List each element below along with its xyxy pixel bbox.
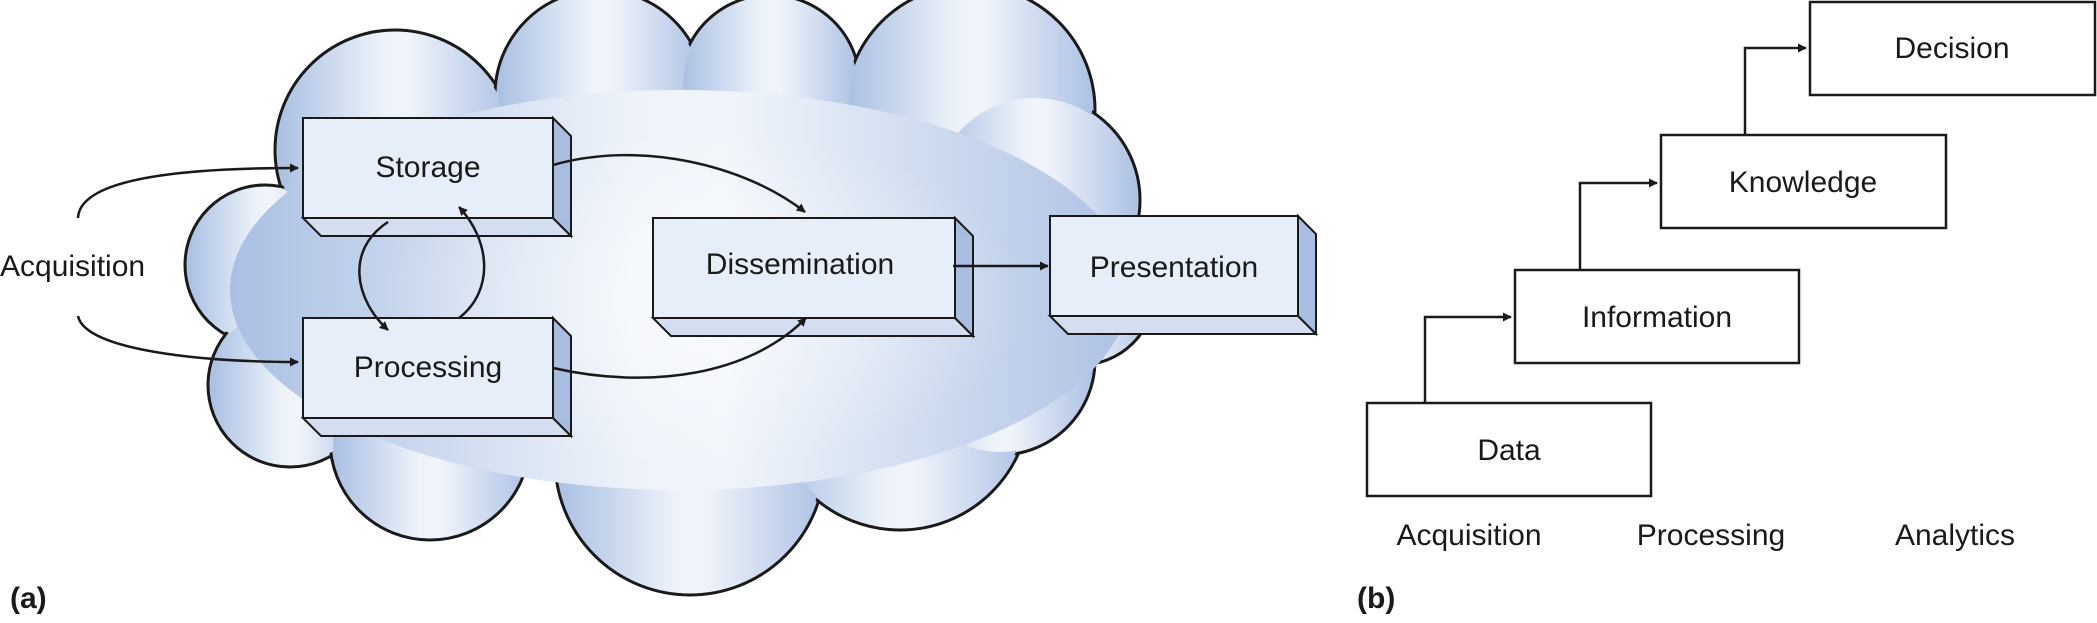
panel-b-arrows (1423, 43, 1807, 403)
acquisition-to-storage-arrow (76, 163, 299, 219)
data-to-information-arrow (1423, 312, 1512, 403)
panel-a-arrows (76, 153, 1049, 379)
information-box (1513, 268, 1801, 365)
knowledge-to-decision-arrow (1743, 43, 1807, 135)
dissemination-label: Dissemination (706, 248, 894, 281)
stage-acquisition: Acquisition (1396, 519, 1541, 552)
storage-to-processing-arrow (358, 220, 389, 331)
stage-analytics: Analytics (1895, 519, 2015, 552)
decision-box (1808, 0, 2097, 97)
panel-a-label: (a) (10, 582, 47, 615)
panel-b-label: (b) (1357, 582, 1395, 615)
data-label: Data (1477, 434, 1541, 467)
knowledge-label: Knowledge (1729, 166, 1877, 199)
storage-label: Storage (375, 151, 480, 184)
knowledge-box (1659, 133, 1948, 230)
dissemination-node: Dissemination (650, 215, 976, 339)
processing-to-dissemination-arrow (552, 317, 807, 379)
processing-node: Processing (300, 315, 574, 439)
acquisition-to-processing-arrow (76, 315, 299, 367)
stage-processing: Processing (1637, 519, 1785, 552)
storage-node: Storage (300, 115, 574, 239)
decision-label: Decision (1894, 32, 2009, 65)
data-box (1365, 401, 1653, 498)
presentation-node: Presentation (1047, 213, 1319, 337)
acquisition-label: Acquisition (0, 250, 145, 283)
processing-label: Processing (354, 351, 502, 384)
panel-a: Storage Processing Dissemination Present… (0, 0, 1319, 615)
presentation-label: Presentation (1090, 251, 1258, 284)
processing-to-storage-arrow (458, 206, 486, 319)
panel-b: Data Information Knowledge Decision Acqu… (1357, 0, 2097, 615)
storage-to-dissemination-arrow (552, 153, 806, 213)
information-label: Information (1582, 301, 1732, 334)
information-to-knowledge-arrow (1578, 178, 1658, 270)
